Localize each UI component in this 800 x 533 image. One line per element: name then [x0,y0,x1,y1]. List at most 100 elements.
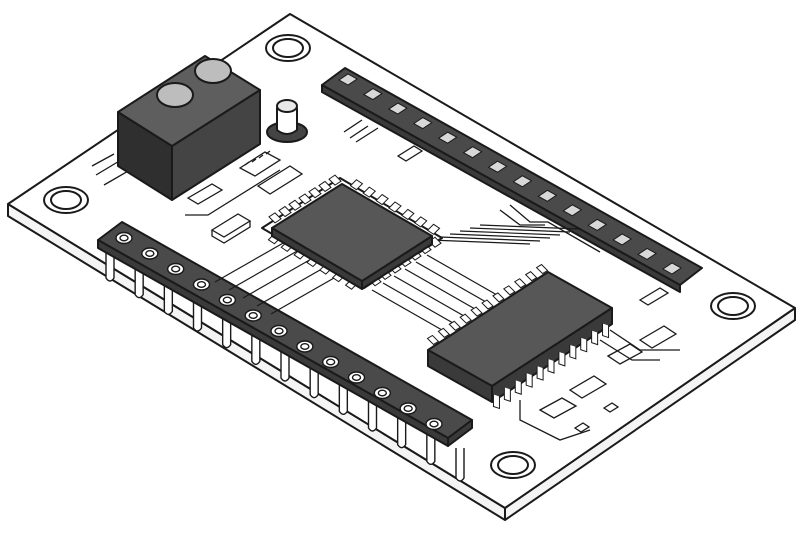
header-led-pad [587,218,608,231]
trace [469,227,571,233]
qfp-lead [278,205,292,218]
trace [270,273,342,315]
dip-lead [591,330,599,346]
qfp-lead [288,199,302,211]
header-led-pad [562,204,583,217]
qfp-lead [362,186,377,198]
header-leg [280,348,290,382]
header-led-pad [637,247,658,261]
dip-lead [481,299,494,310]
silkscreen-traces [91,119,680,441]
header-pad-hole [119,234,129,242]
qfp-lead [308,187,322,199]
mounting-holes [43,34,756,479]
trace [429,239,531,245]
capacitor [266,99,308,143]
header-leg [455,448,465,482]
header-led-pad [437,131,458,144]
header-pad-hole [274,327,284,335]
trace [214,241,286,283]
header-pad-hole [351,374,362,382]
trace [382,282,454,324]
trace [479,224,581,230]
mounting-hole [490,451,536,479]
header-pad-hole [170,265,181,273]
dip-lead [536,366,544,381]
qfp-lead [318,180,332,193]
dip-lead [580,337,588,353]
dip-chip [426,263,613,410]
trace [439,236,541,242]
dip-lead [492,292,505,303]
mounting-hole [43,186,89,214]
trace [426,254,498,296]
qfp-lead [349,179,364,191]
header-pad-hole [325,358,336,366]
header-pad-hole [403,405,413,413]
header-leg [338,381,349,416]
right-header-strip [321,67,703,293]
dip-lead [525,373,533,388]
dip-lead [459,313,472,324]
qfp-lead [388,201,402,213]
dip-lead [448,320,462,331]
dip-lead [492,394,500,410]
pcb-traces [214,224,581,331]
header-pad-hole [145,249,155,257]
qfp-lead [413,216,428,228]
screw-terminal [156,82,194,108]
trace [371,289,443,331]
header-led-pad [537,189,558,202]
header-led-pad [362,87,383,101]
trace [415,261,487,303]
qfp-lead [401,208,415,221]
trace [459,230,561,236]
qfp-lead [328,174,342,186]
trace [449,233,551,239]
qfp-lead [268,212,282,224]
dip-lead [514,380,522,395]
dip-lead [513,278,527,289]
header-led-pad [412,117,433,130]
header-led-pad [662,262,682,275]
header-led-pad [487,160,508,173]
mounting-hole [710,292,756,320]
qfp-lead [298,193,312,205]
dip-lead [524,271,538,282]
header-led-pad [462,146,483,159]
header-leg [309,364,319,399]
trace [256,265,328,307]
header-leg [426,431,436,466]
qfp-chip [261,174,443,290]
dip-lead [503,387,511,403]
header-leg [251,331,261,366]
header-pad-hole [377,389,388,397]
header-pad-hole [222,296,233,304]
trace [228,249,300,291]
left-header-strip [97,221,473,447]
trace [393,275,465,317]
terminal-block [117,55,261,201]
trace [404,268,476,310]
qfp-lead [426,223,441,235]
header-led-pad [338,73,358,86]
header-led-pad [387,102,408,115]
header-led-pad [512,175,533,188]
header-pad-hole [248,312,258,320]
header-leg [396,414,407,449]
dip-lead [470,306,483,317]
dip-lead [558,351,566,367]
dip-lead [426,334,440,346]
mounting-hole [265,34,311,62]
dip-lead [437,327,451,338]
dip-lead [535,263,549,275]
header-pad-hole [429,420,439,428]
dip-lead [569,344,577,360]
trace [242,257,314,299]
header-pins [105,248,465,482]
qfp-lead [375,193,389,206]
header-pad-hole [196,281,207,289]
dip-lead [547,359,555,374]
